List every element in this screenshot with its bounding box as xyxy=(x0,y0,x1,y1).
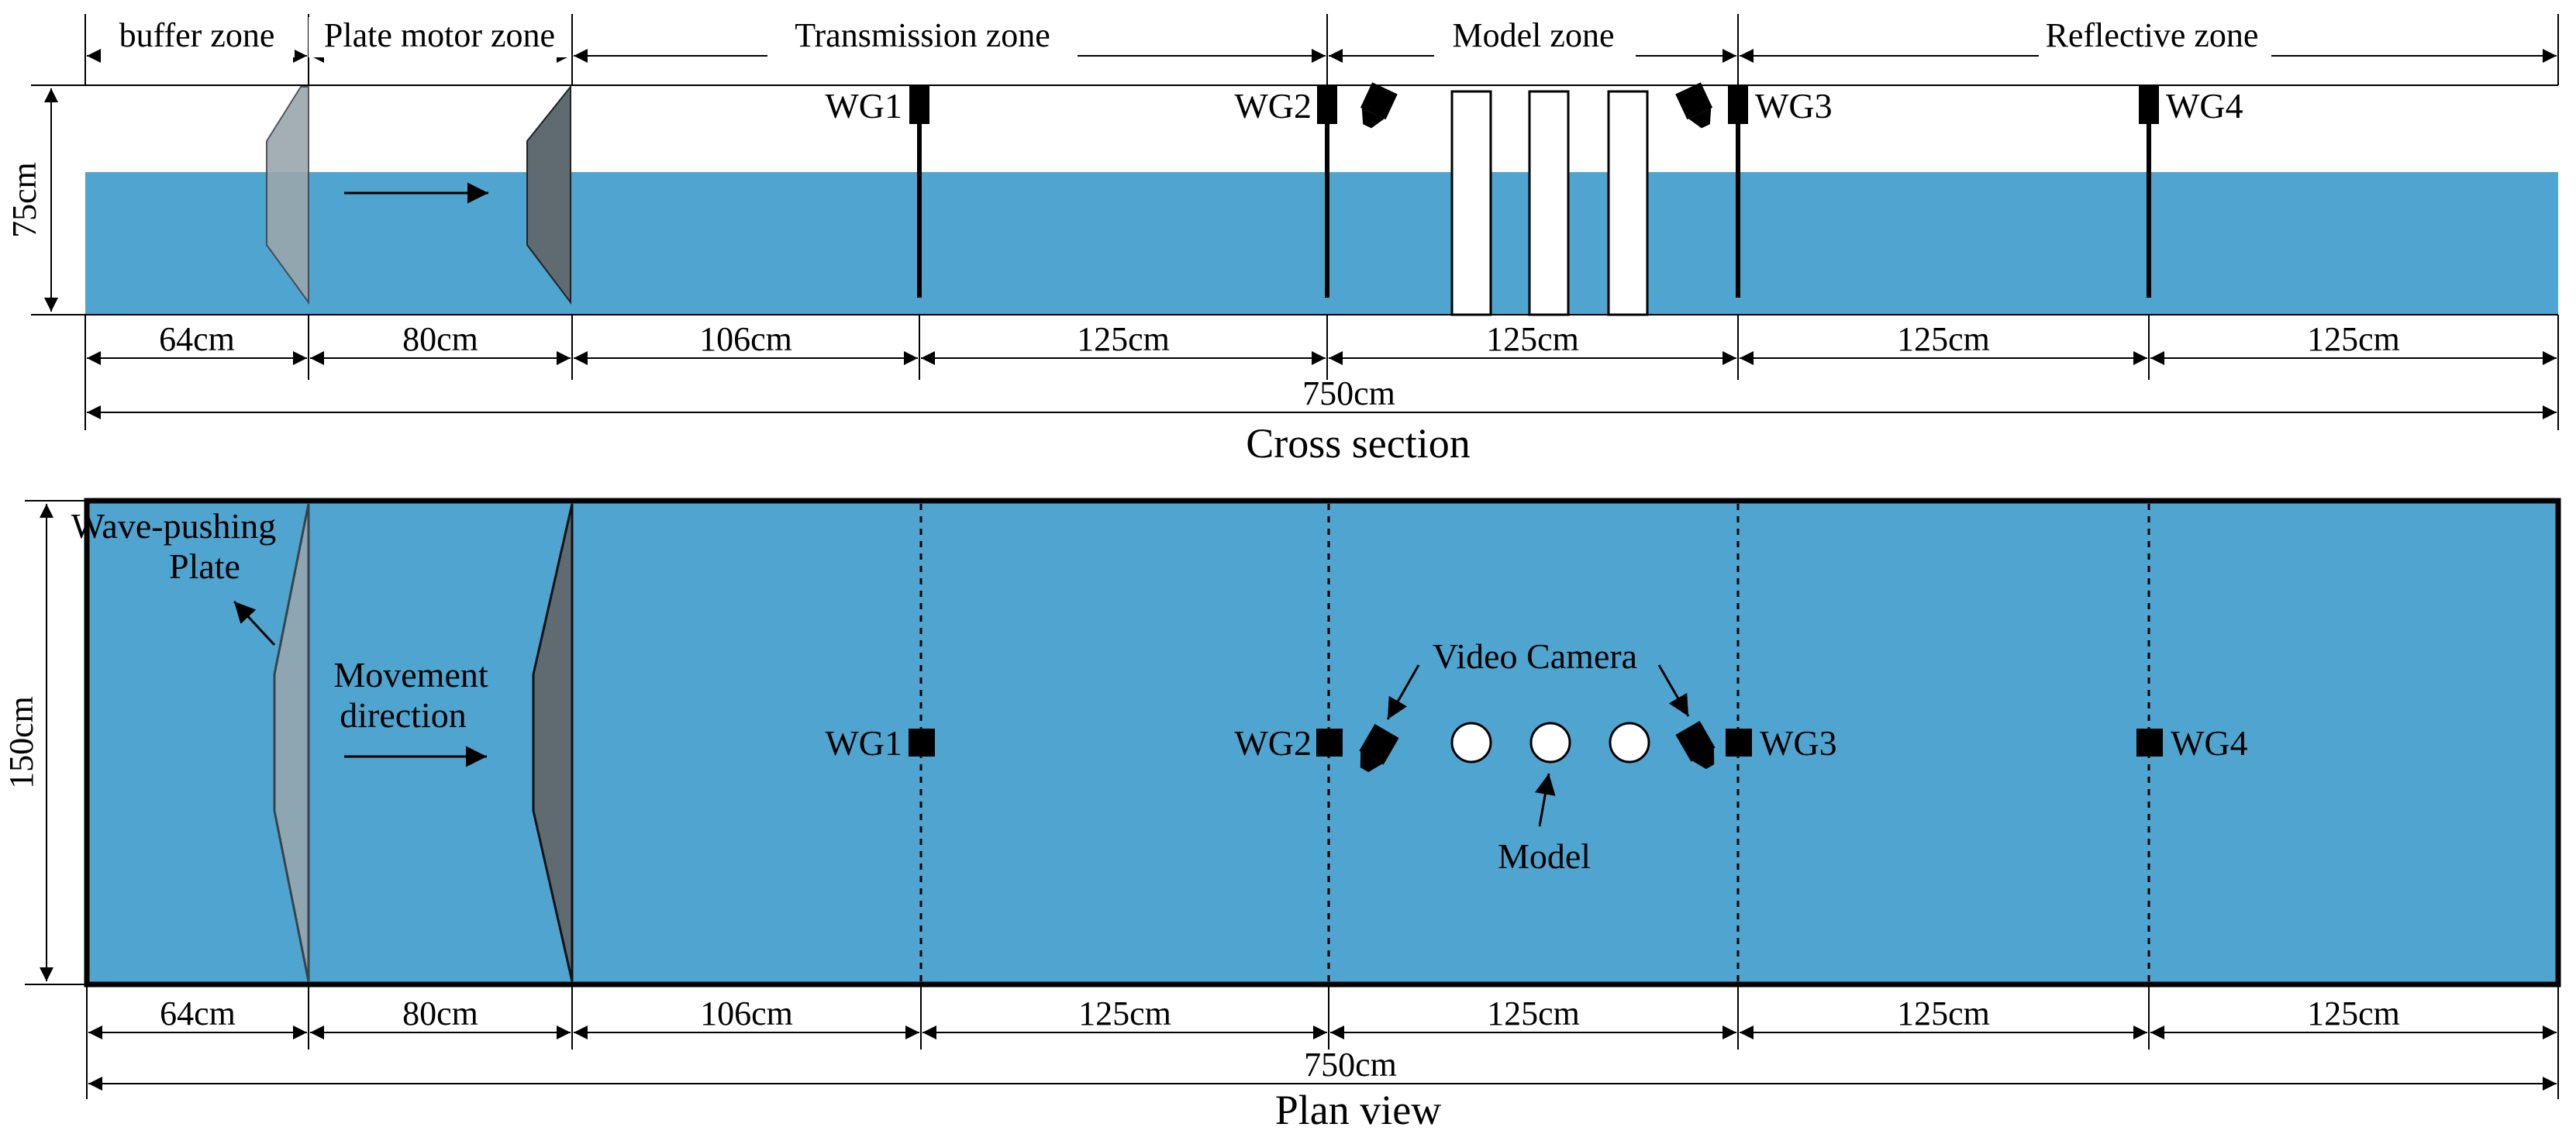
width-label: 150cm xyxy=(2,696,40,789)
plan-view-dimensions: 64cm 80cm 106cm 125cm 125cm 125cm 125cm … xyxy=(86,984,2559,1099)
dim-label: 64cm xyxy=(159,320,235,358)
wave-gauge-3-plan xyxy=(1726,729,1752,757)
dim-label: 80cm xyxy=(402,994,478,1032)
zone-label-bg xyxy=(101,17,295,57)
dim-label: 125cm xyxy=(1078,994,1171,1032)
dim-label: 106cm xyxy=(699,320,792,358)
video-camera-left-plan xyxy=(1359,723,1399,773)
wave-gauge-2-label: WG2 xyxy=(1234,86,1312,126)
plate-pointer-arrow xyxy=(233,600,276,646)
camera-pointer-left xyxy=(1386,664,1420,720)
plan-view: 150cm Wave-pushing Plate Movement direct… xyxy=(2,498,2561,1133)
zone-label-bg xyxy=(1434,17,1636,57)
dim-label: 125cm xyxy=(1897,994,1990,1032)
total-length-label: 750cm xyxy=(1302,374,1395,412)
zone-label-bg xyxy=(767,17,1078,57)
dim-label: 106cm xyxy=(700,994,793,1032)
wave-pushing-plate-plan xyxy=(532,503,574,982)
cross-section-title: Cross section xyxy=(1246,420,1471,467)
cross-section: buffer zone Plate motor zone Transmissio… xyxy=(5,14,2559,467)
dim-label: 80cm xyxy=(402,320,478,358)
wave-gauge-3-label: WG3 xyxy=(1755,86,1833,126)
wave-gauge-3 xyxy=(1728,85,1748,124)
wave-gauge-4-plan-label: WG4 xyxy=(2171,723,2248,763)
dim-label: 125cm xyxy=(2307,994,2400,1032)
wave-gauge-2 xyxy=(1317,85,1337,124)
model-cylinder xyxy=(1450,90,1492,316)
movement-label-line2: direction xyxy=(340,695,467,735)
plate-label-line2: Plate xyxy=(169,546,240,586)
cross-section-water xyxy=(85,172,2558,315)
wave-gauge-1-plan xyxy=(909,729,935,757)
wave-pushing-plate xyxy=(526,84,571,305)
zone-label-buffer: buffer zone xyxy=(119,16,275,54)
dim-label: 125cm xyxy=(1487,994,1580,1032)
plate-label-line1: Wave-pushing xyxy=(71,506,277,546)
model-cylinder xyxy=(1528,90,1570,316)
dim-label: 64cm xyxy=(160,994,236,1032)
zone-header: buffer zone Plate motor zone Transmissio… xyxy=(84,14,2559,85)
video-camera-right-plan xyxy=(1675,720,1716,770)
wave-gauge-4 xyxy=(2139,85,2159,124)
buffer-plate-plan xyxy=(273,503,310,982)
video-camera-right xyxy=(1675,82,1713,129)
wave-gauge-3-plan-label: WG3 xyxy=(1760,723,1837,763)
video-camera-left xyxy=(1360,82,1398,129)
model-cylinder xyxy=(1607,90,1649,316)
height-label: 75cm xyxy=(5,162,43,238)
model-cylinder-plan xyxy=(1450,722,1492,764)
camera-pointer-right xyxy=(1657,664,1690,717)
dim-label: 125cm xyxy=(2307,320,2400,358)
model-pointer-arrow xyxy=(1535,773,1556,827)
model-cylinder-plan xyxy=(1529,722,1571,764)
total-length-label-plan: 750cm xyxy=(1304,1046,1397,1084)
wave-gauge-4-label: WG4 xyxy=(2166,86,2243,126)
wave-gauge-2-plan-label: WG2 xyxy=(1234,723,1312,763)
cross-section-dimensions: 64cm 80cm 106cm 125cm 125cm 125cm 125cm … xyxy=(84,315,2559,430)
model-label: Model xyxy=(1498,836,1591,876)
movement-label-line1: Movement xyxy=(333,655,488,695)
dim-label: 125cm xyxy=(1897,320,1990,358)
dim-label: 125cm xyxy=(1077,320,1170,358)
dim-label: 125cm xyxy=(1486,320,1579,358)
zone-label-plate-motor: Plate motor zone xyxy=(324,16,555,54)
plan-view-title: Plan view xyxy=(1275,1087,1441,1133)
wave-gauge-1 xyxy=(909,85,929,124)
wave-gauge-4-plan xyxy=(2136,729,2163,757)
video-camera-label: Video Camera xyxy=(1433,636,1637,676)
zone-label-bg xyxy=(309,17,571,57)
zone-label-reflective: Reflective zone xyxy=(2046,16,2259,54)
zone-label-bg xyxy=(2039,17,2271,57)
zone-label-transmission: Transmission zone xyxy=(795,16,1050,54)
buffer-plate xyxy=(266,86,309,305)
wave-gauge-2-plan xyxy=(1316,729,1343,757)
wave-gauge-1-plan-label: WG1 xyxy=(825,723,902,763)
model-cylinder-plan xyxy=(1609,722,1650,764)
wave-gauge-1-label: WG1 xyxy=(825,86,902,126)
zone-label-model: Model zone xyxy=(1453,16,1615,54)
